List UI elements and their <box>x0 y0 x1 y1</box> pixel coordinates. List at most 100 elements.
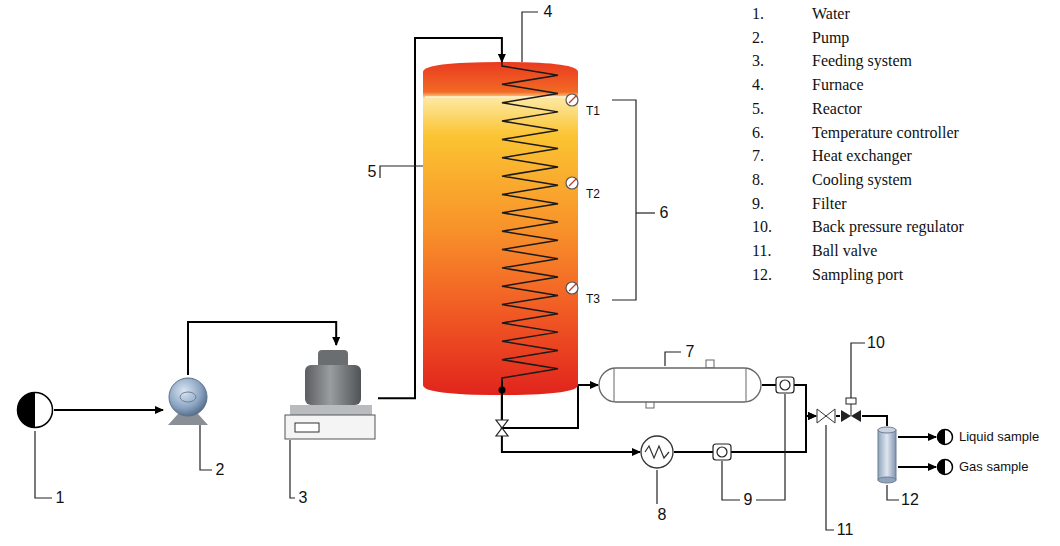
list-number: 9. <box>752 194 764 212</box>
feeder-display <box>295 423 319 432</box>
gauge-needle <box>569 284 576 291</box>
outlet-circle <box>18 393 53 428</box>
nozzle <box>706 360 714 368</box>
filter-symbol <box>776 377 794 393</box>
gauge-symbol <box>566 177 578 189</box>
list-number: 1. <box>752 5 764 23</box>
callout-number: 1 <box>56 489 65 507</box>
callout-number: 9 <box>744 491 753 509</box>
callout-number: 10 <box>867 334 885 352</box>
list-number: 4. <box>752 76 764 94</box>
controller-bracket <box>636 212 655 213</box>
flow-line <box>862 416 887 426</box>
leader-line <box>35 431 52 498</box>
leader-line <box>887 485 899 500</box>
list-entry: Water <box>812 5 850 23</box>
node-shape <box>816 408 836 424</box>
list-entry: Cooling system <box>812 171 912 189</box>
node-shape <box>163 375 213 425</box>
node-shape <box>498 62 563 382</box>
list-number: 6. <box>752 123 764 141</box>
exchanger-divider <box>614 369 615 401</box>
heat-exchanger: 7 <box>598 366 762 404</box>
callout-number: 3 <box>299 489 308 507</box>
back-pressure-regulator: 10 <box>840 396 862 424</box>
port-bottom <box>878 477 896 483</box>
sample-outlet: Gas sample <box>936 458 954 476</box>
feeder-plate <box>290 405 372 415</box>
list-entry: Sampling port <box>812 265 903 283</box>
node-shape <box>876 426 898 484</box>
sensor-label: T1 <box>586 105 600 119</box>
valve-half <box>851 410 861 422</box>
reactor-coil: 5 <box>498 62 563 382</box>
callout-number: 12 <box>901 491 919 509</box>
cooler-coil <box>645 446 669 458</box>
ball-valve: 11 <box>816 408 836 424</box>
leader-line <box>656 470 657 504</box>
outlet-label: Liquid sample <box>959 430 1039 445</box>
leader-line <box>722 461 740 500</box>
list-number: 2. <box>752 28 764 46</box>
leader-line <box>851 343 865 398</box>
sensor-label: T2 <box>586 188 600 202</box>
list-entry: Furnace <box>812 76 864 94</box>
feeder-base <box>285 415 375 439</box>
sample-outlet: Liquid sample <box>936 428 954 446</box>
callout-number: 11 <box>837 521 854 539</box>
list-entry: Pump <box>812 28 849 46</box>
callout-number: 5 <box>368 163 377 181</box>
list-entry: Ball valve <box>812 242 877 260</box>
node-shape <box>598 366 762 404</box>
list-entry: Reactor <box>812 100 862 118</box>
leader-line <box>290 440 295 498</box>
valve-half <box>841 410 851 422</box>
node-shape <box>640 435 674 469</box>
node-shape <box>936 458 954 476</box>
callout-number: 2 <box>216 461 225 479</box>
flow-line <box>898 436 936 438</box>
list-entry: Back pressure regulator <box>812 218 964 236</box>
flow-line <box>54 409 163 411</box>
pump-detail <box>180 392 196 402</box>
outlet-circle <box>938 460 953 475</box>
water-source: 1 <box>16 391 54 429</box>
list-number: 5. <box>752 100 764 118</box>
exchanger-shell <box>599 368 761 402</box>
pump-symbol: 2 <box>163 375 213 425</box>
controller-bracket <box>612 100 636 300</box>
leader-line <box>522 12 538 62</box>
gauge-needle <box>569 179 576 186</box>
cooler-circle <box>641 436 673 468</box>
flow-line <box>674 416 816 452</box>
list-number: 12. <box>752 265 772 283</box>
outlet-dot <box>499 387 506 394</box>
list-entry: Feeding system <box>812 52 912 70</box>
list-number: 10. <box>752 218 772 236</box>
gauge-symbol <box>566 94 578 106</box>
filter-symbol <box>780 380 790 390</box>
list-entry: Heat exchanger <box>812 147 912 165</box>
gauge-needle <box>569 96 576 103</box>
reactor-coil-line <box>502 62 558 382</box>
leader-line <box>200 425 212 470</box>
cooling-system: 8 <box>640 435 674 469</box>
list-entry: Temperature controller <box>812 123 959 141</box>
valve-half <box>826 409 835 423</box>
furnace-lid <box>425 96 576 98</box>
node-shape <box>936 428 954 446</box>
list-number: 3. <box>752 52 764 70</box>
filter-symbol <box>713 444 731 460</box>
callout-number: 8 <box>658 506 667 524</box>
flow-line <box>836 415 840 417</box>
outlet-fill <box>18 393 36 428</box>
outlet-circle <box>938 430 953 445</box>
regulator-stem <box>851 404 852 416</box>
outlet-fill <box>938 460 946 475</box>
regulator-head <box>846 398 856 404</box>
leader-line <box>380 166 423 178</box>
flow-line <box>898 466 936 468</box>
sensor-label: T3 <box>586 293 600 307</box>
